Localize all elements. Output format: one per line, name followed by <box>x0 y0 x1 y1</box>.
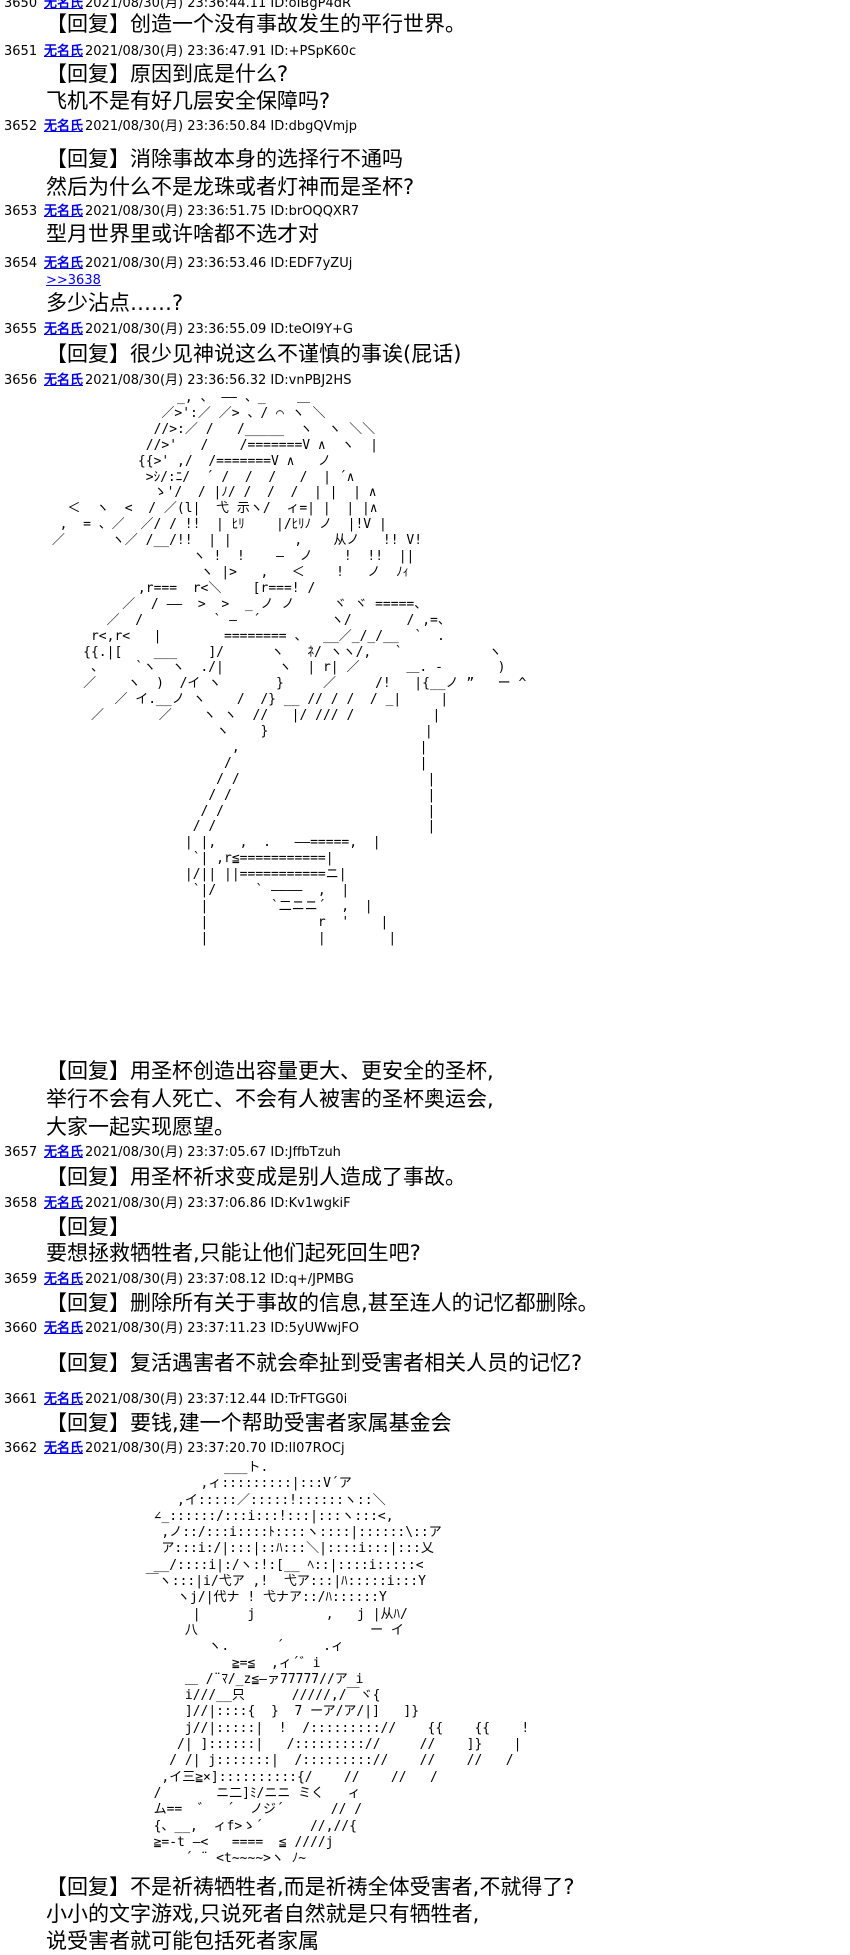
post-number[interactable]: 3660 <box>4 1321 38 1336</box>
post-number[interactable]: 3656 <box>4 373 38 388</box>
poster-name[interactable]: 无名氏 <box>44 256 84 271</box>
post-text: 【回复】复活遇害者不就会牵扯到受害者相关人员的记忆? <box>46 1351 583 1375</box>
post-number[interactable]: 3651 <box>4 44 38 59</box>
post-number[interactable]: 3659 <box>4 1272 38 1287</box>
poster-name[interactable]: 无名氏 <box>44 204 84 219</box>
post-number[interactable]: 3658 <box>4 1196 38 1211</box>
post-text: 【回复】不是祈祷牺牲者,而是祈祷全体受害者,不就得了? <box>46 1875 575 1899</box>
post-text: 【回复】很少见神说这么不谨慎的事诶(屁话) <box>46 342 462 366</box>
post-number[interactable]: 3662 <box>4 1441 38 1456</box>
post-timestamp-id: 2021/08/30(月) 23:37:20.70 ID:lI07ROCj <box>85 1441 345 1456</box>
poster-name[interactable]: 无名氏 <box>44 1392 84 1407</box>
post-text: 【回复】 <box>46 1215 130 1239</box>
post-text: 然后为什么不是龙珠或者灯神而是圣杯? <box>46 175 415 199</box>
post-timestamp-id: 2021/08/30(月) 23:36:47.91 ID:+PSpK60c <box>85 44 357 59</box>
post-timestamp-id: 2021/08/30(月) 23:36:44.11 ID:oIBgP4dR <box>85 0 351 11</box>
post-text: 【回复】删除所有关于事故的信息,甚至连人的记忆都删除。 <box>46 1291 599 1315</box>
post-timestamp-id: 2021/08/30(月) 23:36:55.09 ID:teOI9Y+G <box>85 322 353 337</box>
post-number[interactable]: 3653 <box>4 204 38 219</box>
post-text: 举行不会有人死亡、不会有人被害的圣杯奥运会, <box>46 1087 494 1111</box>
post-number[interactable]: 3652 <box>4 119 38 134</box>
post-timestamp-id: 2021/08/30(月) 23:36:53.46 ID:EDF7yZUj <box>85 256 353 271</box>
post-number[interactable]: 3661 <box>4 1392 38 1407</box>
poster-name[interactable]: 无名氏 <box>44 1321 84 1336</box>
post-text: 【回复】创造一个没有事故发生的平行世界。 <box>46 12 466 36</box>
post-text: 大家一起实现愿望。 <box>46 1115 235 1139</box>
post-text: 【回复】用圣杯祈求变成是别人造成了事故。 <box>46 1165 466 1189</box>
post-number[interactable]: 3655 <box>4 322 38 337</box>
ascii-art-figure: _, 、 ―― 、_ ＿ ／>':／ ／> 、/ ⌒ ヽ ＼ //>:／ / /… <box>51 390 527 946</box>
poster-name[interactable]: 无名氏 <box>44 1196 84 1211</box>
post-timestamp-id: 2021/08/30(月) 23:36:50.84 ID:dbgQVmjp <box>85 119 358 134</box>
post-number[interactable]: 3650 <box>4 0 38 11</box>
poster-name[interactable]: 无名氏 <box>44 119 84 134</box>
post-text: 【回复】要钱,建一个帮助受害者家属基金会 <box>46 1411 452 1435</box>
ascii-art-figure: ___ト. ,ィ:::::::::|:::V´ア ,イ:::::／:::::!:… <box>145 1460 530 1867</box>
post-text: 小小的文字游戏,只说死者自然就是只有牺牲者, <box>46 1902 480 1926</box>
post-timestamp-id: 2021/08/30(月) 23:37:06.86 ID:Kv1wgkiF <box>85 1196 351 1211</box>
post-text: 多少沾点……? <box>46 291 184 315</box>
post-timestamp-id: 2021/08/30(月) 23:37:11.23 ID:5yUWwjFO <box>85 1321 359 1336</box>
post-text: 【回复】用圣杯创造出容量更大、更安全的圣杯, <box>46 1059 494 1083</box>
poster-name[interactable]: 无名氏 <box>44 1145 84 1160</box>
post-timestamp-id: 2021/08/30(月) 23:37:12.44 ID:TrFTGG0i <box>85 1392 348 1407</box>
reply-anchor-link[interactable]: >>3638 <box>46 273 101 288</box>
post-timestamp-id: 2021/08/30(月) 23:36:56.32 ID:vnPBJ2HS <box>85 373 352 388</box>
post-timestamp-id: 2021/08/30(月) 23:37:08.12 ID:q+/JPMBG <box>85 1272 354 1287</box>
poster-name[interactable]: 无名氏 <box>44 1441 84 1456</box>
post-number[interactable]: 3654 <box>4 256 38 271</box>
poster-name[interactable]: 无名氏 <box>44 44 84 59</box>
post-text: 要想拯救牺牲者,只能让他们起死回生吧? <box>46 1241 421 1265</box>
post-text: 【回复】原因到底是什么? <box>46 62 289 86</box>
post-text: 型月世界里或许啥都不选才对 <box>46 222 319 246</box>
post-number[interactable]: 3657 <box>4 1145 38 1160</box>
post-text: 说受害者就可能包括死者家属 <box>46 1929 319 1953</box>
post-timestamp-id: 2021/08/30(月) 23:37:05.67 ID:JffbTzuh <box>85 1145 341 1160</box>
poster-name[interactable]: 无名氏 <box>44 373 84 388</box>
poster-name[interactable]: 无名氏 <box>44 1272 84 1287</box>
post-timestamp-id: 2021/08/30(月) 23:36:51.75 ID:brOQQXR7 <box>85 204 360 219</box>
post-text: 【回复】消除事故本身的选择行不通吗 <box>46 147 403 171</box>
poster-name[interactable]: 无名氏 <box>44 322 84 337</box>
poster-name[interactable]: 无名氏 <box>44 0 84 11</box>
post-text: 飞机不是有好几层安全保障吗? <box>46 89 331 113</box>
